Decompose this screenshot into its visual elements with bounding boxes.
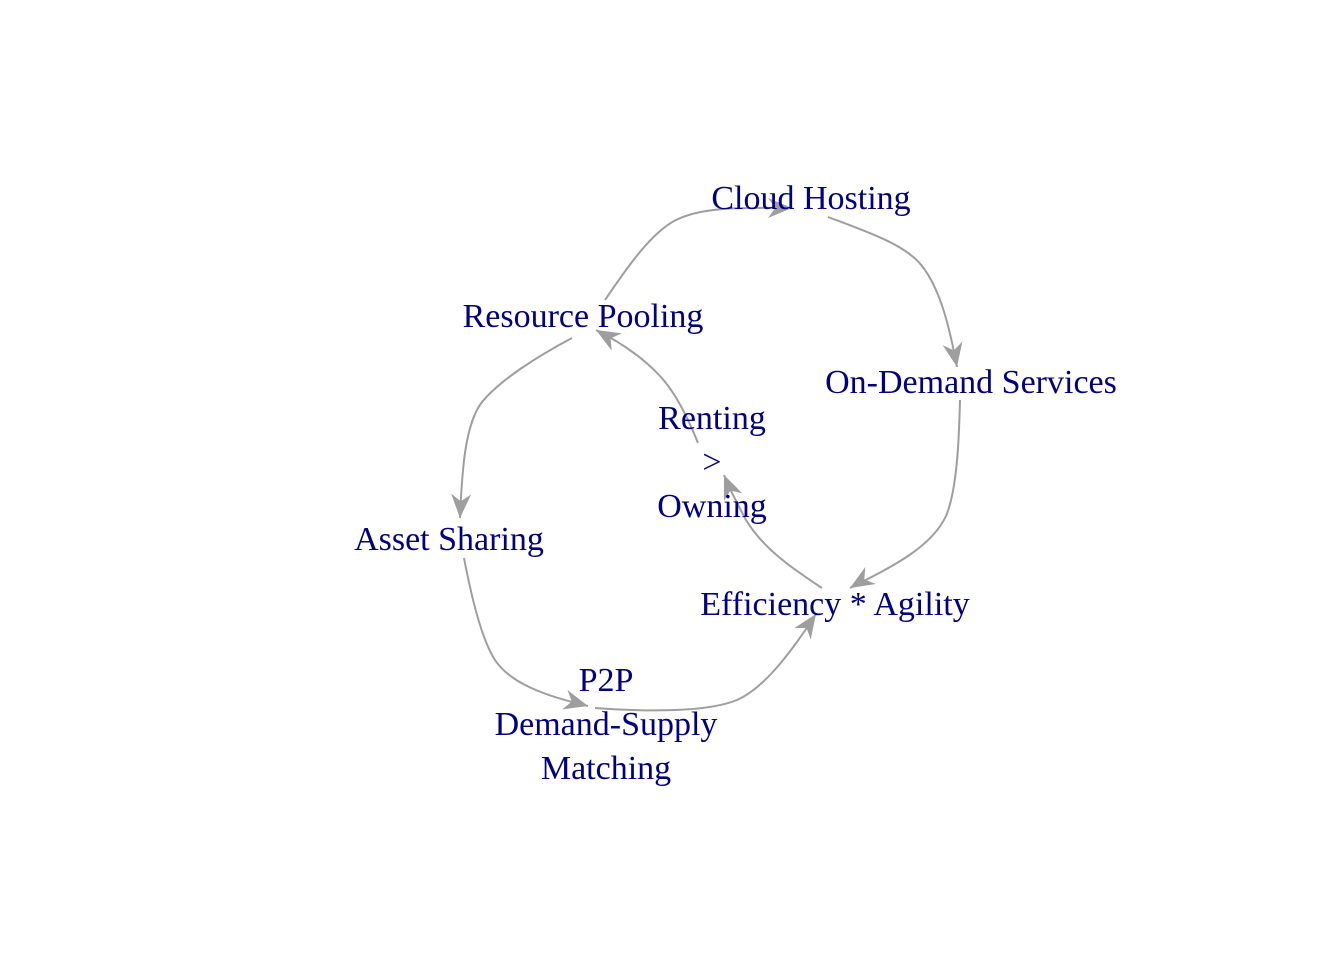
- node-asset-sharing-line-0: Asset Sharing: [354, 521, 544, 558]
- arrowhead-p2p-matching-to-efficiency-agility: [794, 614, 816, 640]
- node-renting-owning-line-2: Owning: [657, 488, 767, 525]
- edge-cloud-hosting-to-on-demand-services: [827, 216, 958, 368]
- edge-p2p-matching-to-efficiency-agility: [594, 613, 817, 712]
- node-p2p-matching-line-0: P2P: [579, 662, 634, 699]
- node-on-demand-services-line-0: On-Demand Services: [825, 364, 1117, 401]
- edge-resource-pooling-to-asset-sharing: [459, 337, 573, 519]
- arrowhead-renting-owning-to-resource-pooling: [596, 330, 622, 351]
- node-p2p-matching-line-1: Demand-Supply: [495, 706, 718, 743]
- arrowhead-on-demand-services-to-efficiency-agility: [850, 566, 876, 588]
- node-cloud-hosting: Cloud Hosting: [711, 180, 910, 217]
- node-renting-owning-line-0: Renting: [658, 400, 766, 437]
- node-asset-sharing: Asset Sharing: [354, 521, 544, 558]
- edge-asset-sharing-to-p2p-matching: [463, 557, 589, 707]
- arrowhead-efficiency-agility-to-renting-owning: [723, 475, 743, 501]
- edges-layer: [451, 198, 963, 712]
- node-cloud-hosting-line-0: Cloud Hosting: [711, 180, 910, 217]
- edge-renting-owning-to-resource-pooling: [595, 329, 699, 444]
- node-resource-pooling-line-0: Resource Pooling: [463, 298, 704, 335]
- node-efficiency-agility-line-0: Efficiency * Agility: [700, 586, 969, 623]
- edge-resource-pooling-to-cloud-hosting: [604, 206, 793, 301]
- arrowhead-asset-sharing-to-p2p-matching: [562, 690, 588, 710]
- node-renting-owning-line-1: >: [702, 444, 721, 481]
- arrowhead-resource-pooling-to-cloud-hosting: [768, 198, 792, 218]
- edge-efficiency-agility-to-renting-owning: [723, 474, 823, 589]
- edge-on-demand-services-to-efficiency-agility: [849, 399, 961, 589]
- node-on-demand-services: On-Demand Services: [825, 364, 1117, 401]
- arrowhead-resource-pooling-to-asset-sharing: [451, 493, 472, 518]
- node-renting-owning: Renting > Owning: [657, 400, 767, 525]
- node-resource-pooling: Resource Pooling: [463, 298, 704, 335]
- node-efficiency-agility: Efficiency * Agility: [700, 586, 969, 623]
- arrowhead-cloud-hosting-to-on-demand-services: [942, 341, 963, 367]
- node-p2p-matching-line-2: Matching: [541, 750, 671, 787]
